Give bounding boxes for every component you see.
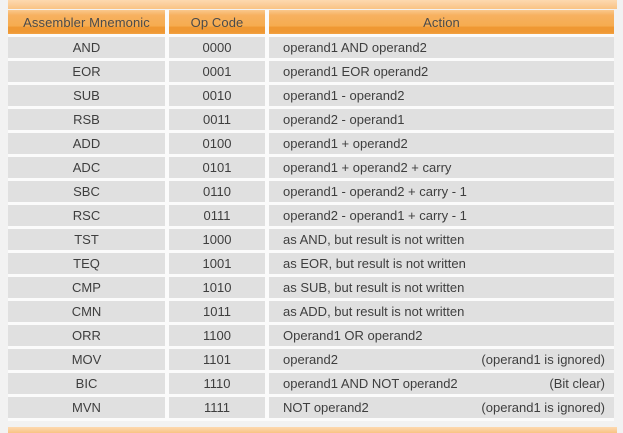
opcode-cell: 1010 xyxy=(169,277,265,298)
table-row: ADC 0101 operand1 + operand2 + carry xyxy=(8,157,614,178)
table-row: RSC 0111 operand2 - operand1 + carry - 1 xyxy=(8,205,614,226)
mnemonic-cell: CMN xyxy=(8,301,165,322)
action-cell: operand1 + operand2 xyxy=(269,133,614,154)
mnemonic-cell: BIC xyxy=(8,373,165,394)
action-text: operand1 + operand2 xyxy=(283,136,408,151)
mnemonic-cell: CMP xyxy=(8,277,165,298)
action-text: operand2 - operand1 xyxy=(283,112,405,127)
action-cell: operand1 EOR operand2 xyxy=(269,61,614,82)
action-note: (operand1 is ignored) xyxy=(481,400,605,415)
mnemonic-cell: ORR xyxy=(8,325,165,346)
mnemonic-cell: ADD xyxy=(8,133,165,154)
opcode-cell: 1001 xyxy=(169,253,265,274)
table-row: MVN 1111 NOT operand2 (operand1 is ignor… xyxy=(8,397,614,418)
action-cell: operand2 - operand1 xyxy=(269,109,614,130)
table-header-row: Assembler Mnemonic Op Code Action xyxy=(8,10,614,34)
opcode-cell: 0001 xyxy=(169,61,265,82)
table-row: ORR 1100 Operand1 OR operand2 xyxy=(8,325,614,346)
mnemonic-cell: SUB xyxy=(8,85,165,106)
table-row: CMN 1011 as ADD, but result is not writt… xyxy=(8,301,614,322)
action-cell: operand1 AND NOT operand2 (Bit clear) xyxy=(269,373,614,394)
action-cell: as AND, but result is not written xyxy=(269,229,614,250)
opcode-cell: 1000 xyxy=(169,229,265,250)
action-cell: as EOR, but result is not written xyxy=(269,253,614,274)
action-text: operand1 AND NOT operand2 xyxy=(283,376,458,391)
action-note: (Bit clear) xyxy=(549,376,605,391)
mnemonic-cell: ADC xyxy=(8,157,165,178)
action-cell: NOT operand2 (operand1 is ignored) xyxy=(269,397,614,418)
action-cell: operand1 - operand2 xyxy=(269,85,614,106)
table-row: AND 0000 operand1 AND operand2 xyxy=(8,37,614,58)
mnemonic-cell: TEQ xyxy=(8,253,165,274)
action-text: operand1 - operand2 xyxy=(283,88,405,103)
action-text: as AND, but result is not written xyxy=(283,232,465,247)
opcode-cell: 0011 xyxy=(169,109,265,130)
opcode-cell: 1100 xyxy=(169,325,265,346)
opcode-cell: 1110 xyxy=(169,373,265,394)
header-cell-opcode: Op Code xyxy=(169,10,265,34)
mnemonic-cell: AND xyxy=(8,37,165,58)
action-cell: as ADD, but result is not written xyxy=(269,301,614,322)
bottom-border-strip xyxy=(8,427,617,433)
table-row: BIC 1110 operand1 AND NOT operand2 (Bit … xyxy=(8,373,614,394)
opcode-cell: 1011 xyxy=(169,301,265,322)
mnemonic-cell: MOV xyxy=(8,349,165,370)
table-row: RSB 0011 operand2 - operand1 xyxy=(8,109,614,130)
action-text: as EOR, but result is not written xyxy=(283,256,466,271)
opcode-cell: 0100 xyxy=(169,133,265,154)
action-cell: Operand1 OR operand2 xyxy=(269,325,614,346)
action-text: as SUB, but result is not written xyxy=(283,280,465,295)
table-row: CMP 1010 as SUB, but result is not writt… xyxy=(8,277,614,298)
action-text: operand2 - operand1 + carry - 1 xyxy=(283,208,467,223)
action-text: operand1 AND operand2 xyxy=(283,40,427,55)
action-cell: operand2 (operand1 is ignored) xyxy=(269,349,614,370)
table-row: TST 1000 as AND, but result is not writt… xyxy=(8,229,614,250)
table-row: TEQ 1001 as EOR, but result is not writt… xyxy=(8,253,614,274)
mnemonic-cell: MVN xyxy=(8,397,165,418)
action-cell: operand1 + operand2 + carry xyxy=(269,157,614,178)
opcode-cell: 0111 xyxy=(169,205,265,226)
top-border-strip xyxy=(8,0,617,9)
action-text: Operand1 OR operand2 xyxy=(283,328,423,343)
action-cell: as SUB, but result is not written xyxy=(269,277,614,298)
opcode-cell: 0010 xyxy=(169,85,265,106)
table-row: SUB 0010 operand1 - operand2 xyxy=(8,85,614,106)
action-text: NOT operand2 xyxy=(283,400,369,415)
action-text: operand2 xyxy=(283,352,338,367)
action-text: operand1 EOR operand2 xyxy=(283,64,429,79)
mnemonic-cell: SBC xyxy=(8,181,165,202)
action-text: as ADD, but result is not written xyxy=(283,304,465,319)
action-cell: operand1 - operand2 + carry - 1 xyxy=(269,181,614,202)
table-row: ADD 0100 operand1 + operand2 xyxy=(8,133,614,154)
opcode-cell: 1101 xyxy=(169,349,265,370)
table-body: AND 0000 operand1 AND operand2 EOR 0001 … xyxy=(8,37,614,418)
action-cell: operand1 AND operand2 xyxy=(269,37,614,58)
opcode-table: Assembler Mnemonic Op Code Action AND 00… xyxy=(8,10,614,421)
header-cell-action: Action xyxy=(269,10,614,34)
opcode-cell: 1111 xyxy=(169,397,265,418)
opcode-cell: 0101 xyxy=(169,157,265,178)
mnemonic-cell: RSB xyxy=(8,109,165,130)
table-row: MOV 1101 operand2 (operand1 is ignored) xyxy=(8,349,614,370)
opcode-cell: 0110 xyxy=(169,181,265,202)
opcode-cell: 0000 xyxy=(169,37,265,58)
action-cell: operand2 - operand1 + carry - 1 xyxy=(269,205,614,226)
action-note: (operand1 is ignored) xyxy=(481,352,605,367)
mnemonic-cell: TST xyxy=(8,229,165,250)
mnemonic-cell: RSC xyxy=(8,205,165,226)
table-row: EOR 0001 operand1 EOR operand2 xyxy=(8,61,614,82)
action-text: operand1 + operand2 + carry xyxy=(283,160,452,175)
action-text: operand1 - operand2 + carry - 1 xyxy=(283,184,467,199)
mnemonic-cell: EOR xyxy=(8,61,165,82)
header-cell-mnemonic: Assembler Mnemonic xyxy=(8,10,165,34)
table-row: SBC 0110 operand1 - operand2 + carry - 1 xyxy=(8,181,614,202)
